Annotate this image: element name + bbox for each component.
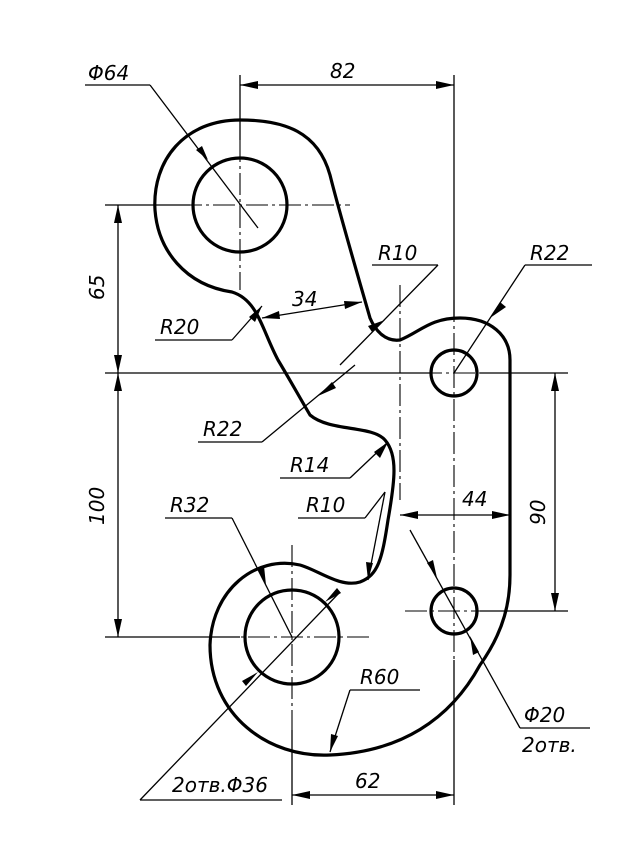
- arrow-dia20-upper: [427, 560, 437, 578]
- leader-r10-mid: [364, 491, 386, 519]
- leader-dia20: [409, 529, 521, 729]
- r10-top-label: R10: [378, 241, 417, 265]
- arrow-100-top: [114, 373, 122, 391]
- dim-34-label: 34: [292, 287, 317, 311]
- arrow-r22-right: [490, 302, 506, 318]
- arrow-dia20-lower: [470, 636, 479, 655]
- arrow-62-left: [292, 791, 310, 799]
- arrow-65-top: [114, 205, 122, 223]
- arrow-34-right: [344, 301, 362, 309]
- arrow-r60: [330, 734, 338, 752]
- arrow-dia36-upper: [325, 588, 341, 602]
- leader-r22-right: [453, 264, 526, 374]
- r60-label: R60: [360, 665, 399, 689]
- r22-right-label: R22: [530, 241, 569, 265]
- arrow-90-bottom: [551, 593, 559, 611]
- r32-label: R32: [170, 493, 209, 517]
- r14-label: R14: [290, 453, 329, 477]
- dim-44-label: 44: [462, 487, 487, 511]
- leader-dia36: [139, 591, 341, 801]
- arrow-r14: [374, 442, 388, 458]
- arrow-62-right: [436, 791, 454, 799]
- holes2-dia36-label: 2отв.Φ36: [172, 773, 268, 797]
- dim-62-label: 62: [355, 769, 380, 793]
- arrow-82-right: [436, 81, 454, 89]
- arrow-r10-mid: [366, 562, 373, 580]
- arrow-r20: [249, 306, 262, 322]
- leader-r10-top: [339, 264, 439, 366]
- r22-left-label: R22: [203, 417, 242, 441]
- arrow-dia36-lower: [242, 672, 258, 686]
- dim-100-label: 100: [85, 487, 109, 525]
- r20-label: R20: [160, 315, 199, 339]
- dia20-label: Φ20: [524, 703, 565, 727]
- arrow-100-bottom: [114, 619, 122, 637]
- dim-65-label: 65: [85, 275, 109, 300]
- arrow-65-bottom: [114, 355, 122, 373]
- leader-r22-left: [261, 364, 356, 443]
- arrow-44-left: [400, 511, 418, 519]
- arrow-82-left: [240, 81, 258, 89]
- dim-82-label: 82: [330, 59, 355, 83]
- arrow-r32: [258, 566, 266, 585]
- arrow-34-left: [262, 311, 280, 319]
- arrow-dia64: [196, 146, 208, 160]
- dia64-label: Φ64: [88, 61, 129, 85]
- arrow-r22-left: [318, 382, 336, 396]
- r10-mid-label: R10: [306, 493, 345, 517]
- part-outline: [153, 118, 512, 757]
- holes2-label: 2отв.: [522, 733, 577, 757]
- dim-90-label: 90: [526, 500, 550, 525]
- leader-r32: [231, 517, 293, 638]
- arrow-44-right: [492, 511, 510, 519]
- arrow-90-top: [551, 373, 559, 391]
- arrow-r10-top: [368, 320, 385, 332]
